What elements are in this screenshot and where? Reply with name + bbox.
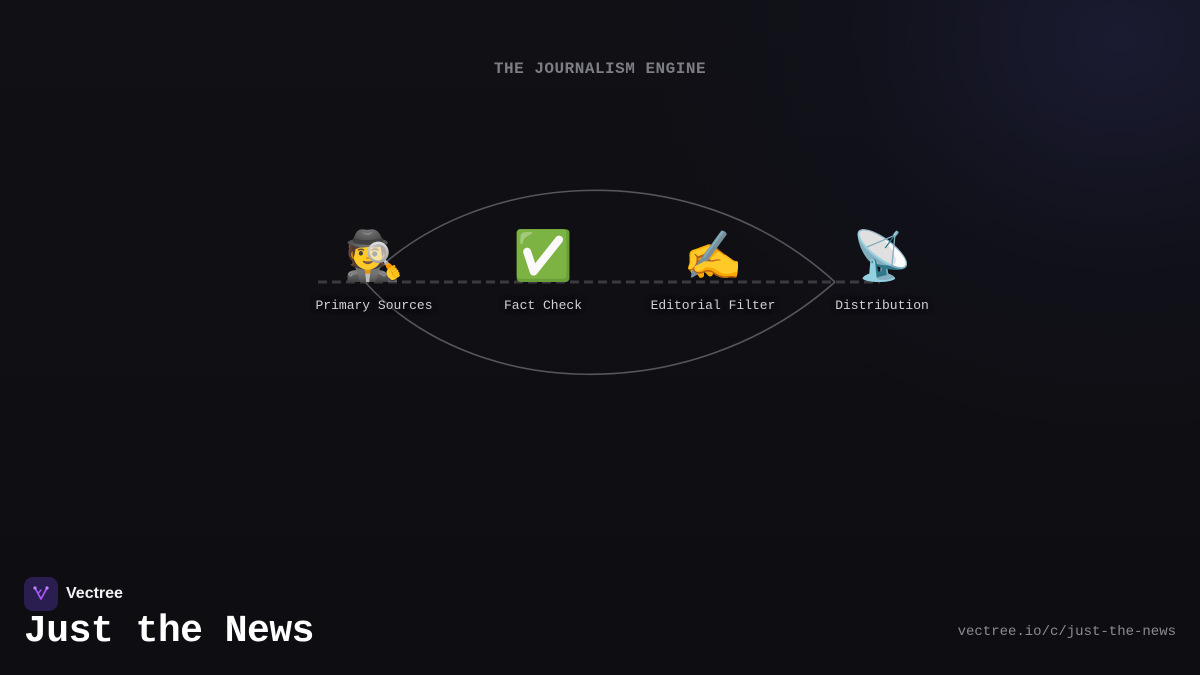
lower-arc xyxy=(364,281,836,376)
stage-distribution: 📡 Distribution xyxy=(797,226,967,313)
stage-label: Fact Check xyxy=(503,298,582,313)
check-mark-icon: ✅ xyxy=(513,228,573,284)
stage-primary-sources: 🕵️ Primary Sources xyxy=(289,226,459,313)
page-url-link[interactable]: vectree.io/c/just-the-news xyxy=(957,624,1176,640)
upper-arc xyxy=(364,189,836,283)
stage-label: Distribution xyxy=(835,298,929,313)
stage-label: Editorial Filter xyxy=(650,298,776,313)
stage-fact-check: ✅ Fact Check xyxy=(458,226,628,313)
diagram-title: THE JOURNALISM ENGINE xyxy=(493,60,707,78)
stage-editorial-filter: ✍️ Editorial Filter xyxy=(628,226,798,313)
satellite-dish-icon: 📡 xyxy=(852,228,912,284)
stage-label: Primary Sources xyxy=(315,298,433,313)
vectree-logo-icon xyxy=(24,577,58,611)
brand-name: Vectree xyxy=(66,585,123,602)
page-title: Just the News xyxy=(24,610,314,653)
brand[interactable]: Vectree xyxy=(24,577,123,611)
writing-hand-icon: ✍️ xyxy=(683,228,743,284)
detective-icon: 🕵️ xyxy=(344,228,404,284)
